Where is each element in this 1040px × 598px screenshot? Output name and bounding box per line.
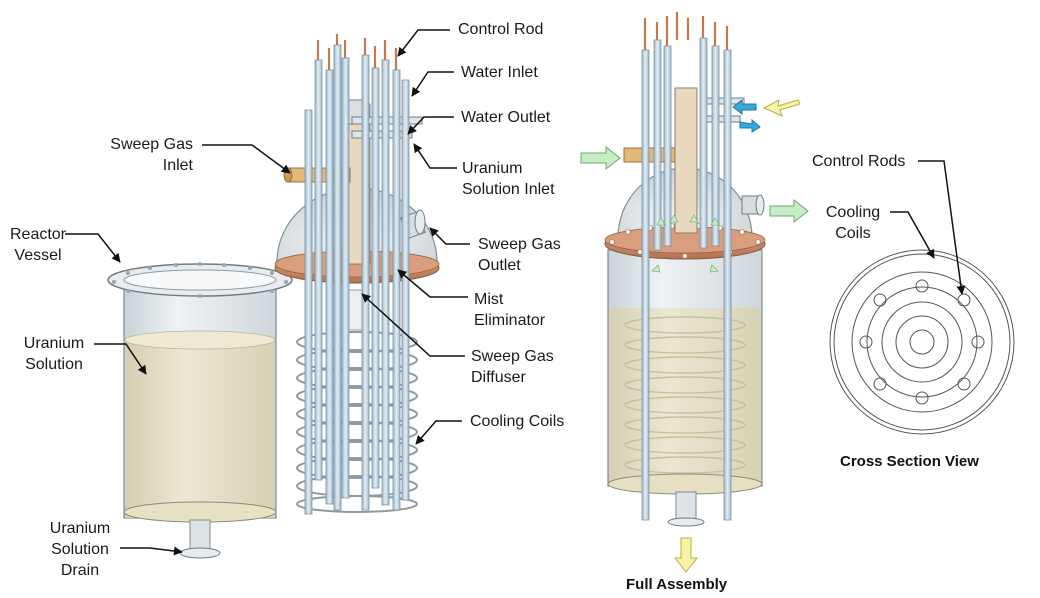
label-cooling-coils-cross-section: Cooling Coils: [825, 204, 881, 242]
label-control-rods: Control Rods: [812, 153, 906, 170]
label-uranium-solution: Uranium Solution: [23, 335, 85, 373]
flow-arrow-blue-inlet: [732, 98, 757, 116]
reactor-vessel: [107, 262, 293, 559]
label-uranium-solution-inlet: Uranium Solution Inlet: [462, 160, 555, 198]
label-reactor-vessel: Reactor Vessel: [9, 226, 67, 264]
vessel-bolts: [112, 262, 288, 298]
cooling-coil-stack: [296, 331, 418, 513]
control-rod-tips: [316, 34, 398, 70]
label-sweep-gas-outlet: Sweep Gas Outlet: [478, 236, 561, 274]
label-water-inlet: Water Inlet: [461, 64, 538, 81]
caption-full-assembly: Full Assembly: [626, 576, 728, 593]
label-mist-eliminator: Mist Eliminator: [474, 291, 546, 329]
label-uranium-solution-drain: Uranium Solution Drain: [49, 520, 111, 579]
flow-arrow-green-out: [769, 198, 809, 224]
full-assembly: [580, 12, 809, 573]
exploded-internals: [274, 34, 440, 515]
label-cooling-coils: Cooling Coils: [470, 413, 565, 430]
flow-arrow-green-in: [580, 145, 621, 171]
leader-lines: [65, 29, 966, 556]
flow-arrow-blue-outlet: [739, 118, 761, 133]
caption-cross-section-view: Cross Section View: [840, 453, 979, 470]
label-sweep-gas-diffuser: Sweep Gas Diffuser: [471, 348, 554, 386]
flow-arrow-yellow-in: [762, 99, 801, 117]
cross-section: [829, 249, 1015, 435]
flow-arrow-yellow-drain: [673, 537, 699, 573]
label-sweep-gas-inlet: Sweep Gas Inlet: [110, 136, 193, 174]
label-control-rod: Control Rod: [458, 21, 544, 38]
control-rod-bundle: [304, 44, 410, 515]
label-water-outlet: Water Outlet: [461, 109, 551, 126]
